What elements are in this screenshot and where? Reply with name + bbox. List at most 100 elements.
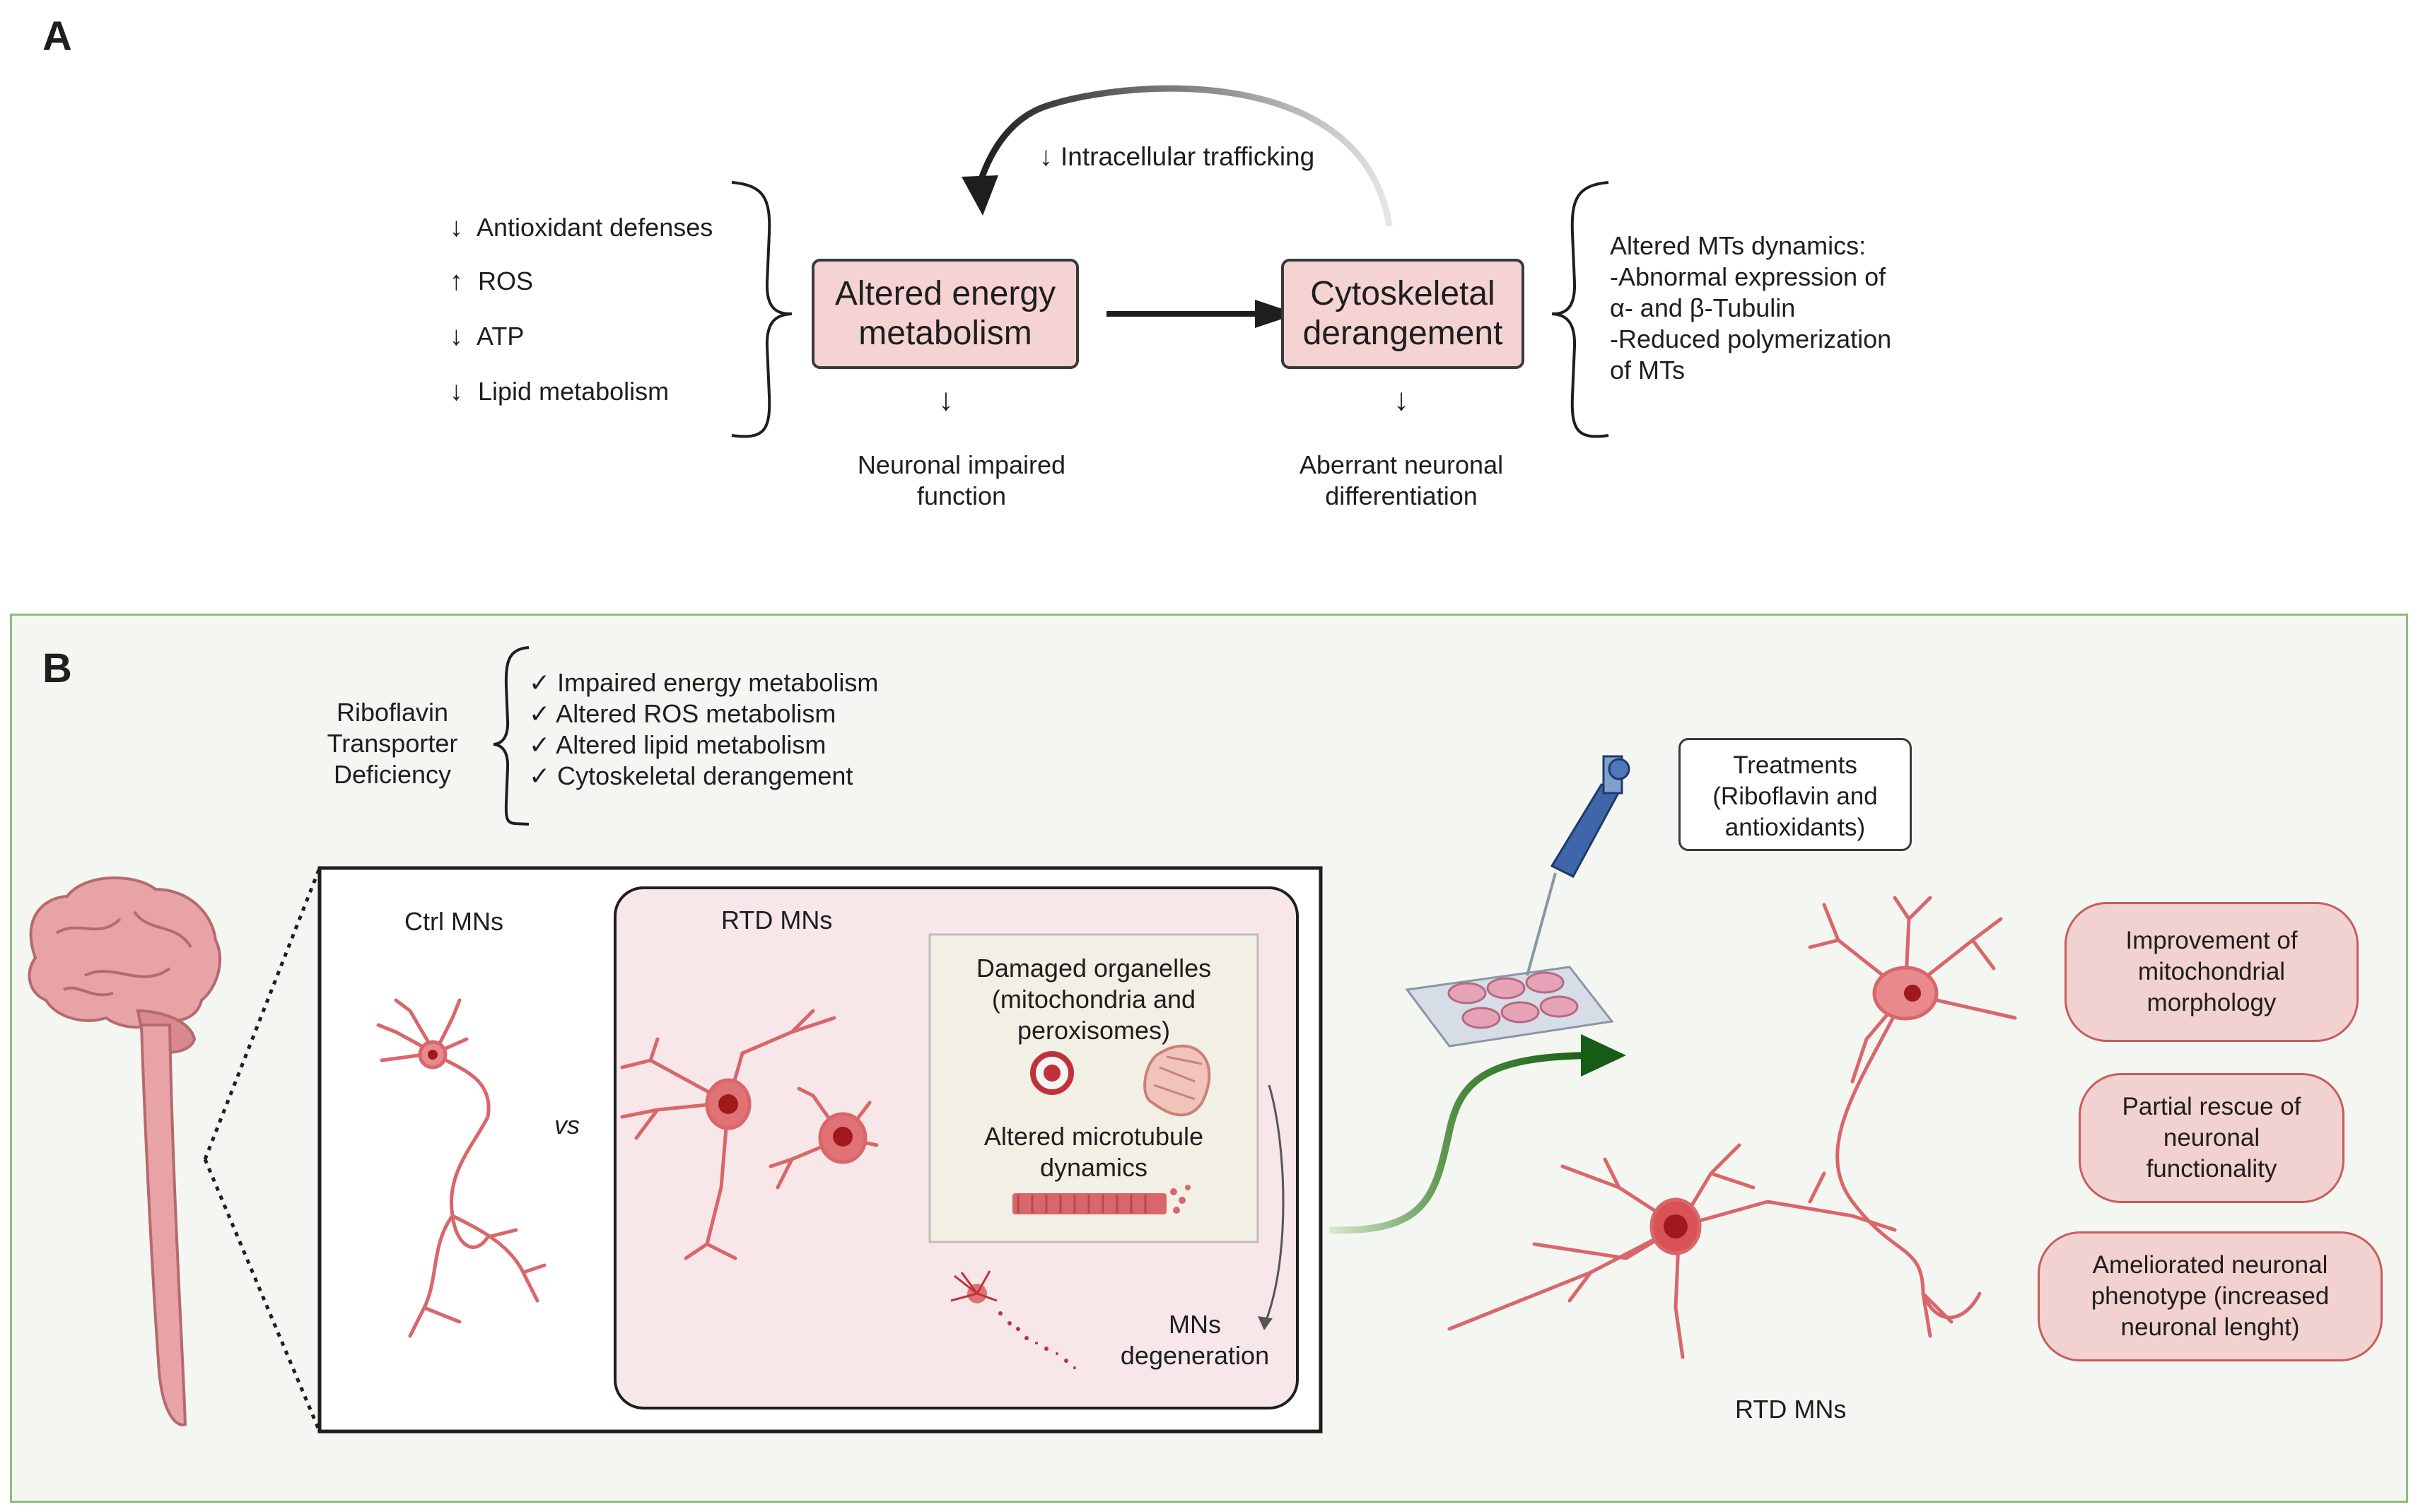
- outcome-line: Improvement of: [2125, 927, 2298, 954]
- mitochondrion-icon: [1030, 1051, 1074, 1095]
- outcome-line: functionality: [2146, 1155, 2277, 1183]
- mt-label-line: Altered microtubule: [983, 1122, 1204, 1151]
- outcome-neuronal-functionality: Partial rescue of neuronal functionality: [2079, 1073, 2344, 1203]
- pipette-illustration: [1405, 755, 1630, 1048]
- checklist-item: ✓ Impaired energy metabolism: [529, 668, 879, 697]
- effect-item: ↓ Lipid metabolism: [450, 376, 803, 407]
- checklist-item: ✓ Altered lipid metabolism: [529, 730, 827, 759]
- mt-line: α- and β-Tubulin: [1610, 293, 1796, 322]
- vs-label: vs: [554, 1110, 580, 1139]
- damaged-mitochondria-icon: [1143, 1044, 1211, 1117]
- left-brace: [731, 181, 793, 438]
- effect-item: ↓ ATP: [450, 321, 803, 352]
- mt-line: -Reduced polymerization: [1610, 324, 1892, 353]
- effect-item: ↓ Antioxidant defenses: [450, 212, 803, 243]
- feedback-label: ↓ Intracellular trafficking: [1039, 141, 1314, 172]
- organelles-line: Damaged organelles: [976, 954, 1212, 983]
- feedback-arc: [976, 85, 1393, 227]
- mns-degeneration-label: MNs degeneration: [1117, 1309, 1273, 1371]
- outcome-line: Ameliorated neuronal: [2092, 1251, 2328, 1279]
- feedback-label-text: Intracellular trafficking: [1061, 142, 1315, 171]
- zoom-line-top: [203, 867, 322, 1160]
- outcome-line: neuronal: [2163, 1124, 2260, 1151]
- outcome-neuronal-phenotype: Ameliorated neuronal phenotype (increased…: [2038, 1231, 2383, 1361]
- rtd-neuron-2: [769, 1086, 879, 1190]
- outcome-line: mitochondrial: [2137, 958, 2286, 985]
- ctrl-neuron: [376, 998, 547, 1338]
- degenerating-neuron: [950, 1270, 1076, 1369]
- zoom-line-bottom: [203, 1159, 322, 1432]
- panel-a-letter: A: [42, 13, 72, 59]
- treatment-arrow: [1328, 1052, 1599, 1234]
- panel-a-connectors: [731, 85, 1609, 438]
- outcome-mitochondrial-morphology: Improvement of mitochondrial morphology: [2064, 902, 2359, 1042]
- down-arrow-icon: ↓: [450, 322, 463, 351]
- outcome-line: Neuronal impaired: [857, 450, 1066, 479]
- deficiency-line: Riboflavin: [336, 698, 449, 727]
- mt-line: -Abnormal expression of: [1610, 262, 1886, 291]
- rtd-neuron-1: [620, 1009, 836, 1260]
- damaged-organelles-label: Damaged organelles (mitochondria and per…: [930, 953, 1258, 1046]
- effect-text: ATP: [477, 322, 525, 351]
- treated-neuron-1: [1447, 1143, 1897, 1359]
- outcome-line: function: [916, 481, 1007, 510]
- mt-line: of MTs: [1610, 356, 1686, 385]
- feedback-arrowhead: [962, 175, 998, 216]
- microtubule-icon: [1012, 1185, 1191, 1214]
- treatment-line: (Riboflavin and: [1712, 783, 1878, 810]
- outcome-line: neuronal lenght): [2120, 1313, 2300, 1341]
- treated-neuron-2: [1808, 896, 2017, 1338]
- outcome-line: differentiation: [1325, 481, 1478, 510]
- deficiency-line: Transporter: [327, 729, 458, 758]
- rtd-treated-label: RTD MNs: [1735, 1395, 1847, 1424]
- altered-microtubule-label: Altered microtubule dynamics: [930, 1121, 1258, 1183]
- effect-text: Antioxidant defenses: [477, 213, 713, 242]
- treatments-box: Treatments (Riboflavin and antioxidants): [1678, 738, 1912, 851]
- deficiency-brace: [493, 646, 530, 826]
- cyto-down-arrow-icon: ↓: [1394, 382, 1409, 417]
- panel-b-letter: B: [42, 645, 72, 691]
- energy-to-cyto-arrowhead: [1255, 300, 1297, 328]
- deficiency-label: Riboflavin Transporter Deficiency: [297, 697, 488, 790]
- treatment-arrowhead: [1581, 1034, 1626, 1077]
- mt-dynamics-list: Altered MTs dynamics: -Abnormal expressi…: [1610, 230, 1891, 386]
- mt-line: Altered MTs dynamics:: [1610, 231, 1867, 260]
- box-line: Altered energy: [834, 275, 1056, 312]
- treatment-line: antioxidants): [1724, 814, 1866, 841]
- ctrl-mns-label: Ctrl MNs: [404, 907, 503, 936]
- checklist-item: ✓ Cytoskeletal derangement: [529, 761, 853, 790]
- box-line: metabolism: [858, 315, 1032, 352]
- down-arrow-icon: ↓: [1039, 142, 1053, 172]
- organelles-line: (mitochondria and: [991, 985, 1196, 1014]
- mt-label-line: dynamics: [1039, 1153, 1148, 1182]
- degeneration-line: MNs: [1169, 1310, 1221, 1339]
- effect-item: ↑ ROS: [450, 266, 803, 297]
- effect-text: ROS: [478, 266, 534, 295]
- box-line: derangement: [1302, 315, 1503, 352]
- degeneration-line: degeneration: [1120, 1341, 1270, 1370]
- down-arrow-icon: ↓: [450, 213, 463, 242]
- organelles-line: peroxisomes): [1017, 1016, 1171, 1045]
- deficiency-checklist: ✓ Impaired energy metabolism ✓ Altered R…: [529, 667, 878, 792]
- degeneration-arrow: [1264, 1084, 1285, 1323]
- up-arrow-icon: ↑: [450, 266, 463, 296]
- outcome-line: Aberrant neuronal: [1299, 450, 1504, 479]
- neuronal-impaired-function: Neuronal impaired function: [813, 450, 1110, 512]
- deficiency-line: Deficiency: [333, 760, 452, 789]
- outcome-line: morphology: [2147, 989, 2277, 1016]
- checklist-item: ✓ Altered ROS metabolism: [529, 699, 836, 728]
- right-brace: [1551, 181, 1609, 438]
- treatment-line: Treatments: [1733, 751, 1857, 779]
- effect-text: Lipid metabolism: [478, 377, 670, 406]
- box-line: Cytoskeletal: [1310, 275, 1495, 312]
- brain-illustration: [28, 876, 222, 1426]
- aberrant-neuronal-differentiation: Aberrant neuronal differentiation: [1253, 450, 1550, 512]
- outcome-line: Partial rescue of: [2122, 1093, 2301, 1120]
- energy-down-arrow-icon: ↓: [938, 382, 954, 417]
- down-arrow-icon: ↓: [450, 377, 463, 406]
- outcome-line: phenotype (increased: [2091, 1282, 2330, 1310]
- rtd-mns-label: RTD MNs: [721, 906, 833, 934]
